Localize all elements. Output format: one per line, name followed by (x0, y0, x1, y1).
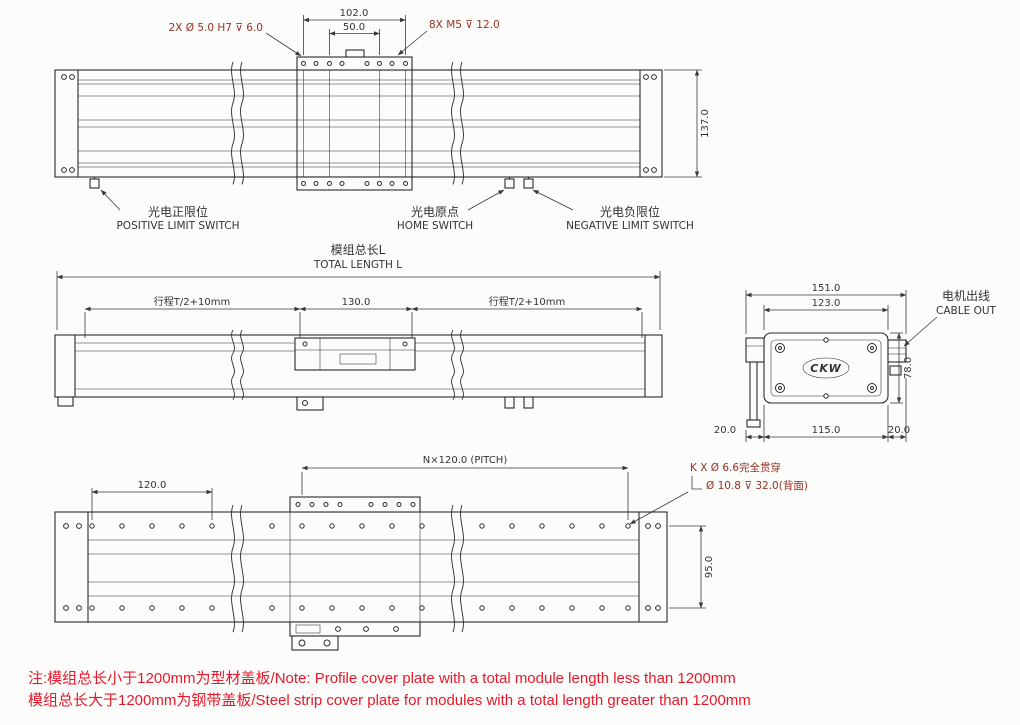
note-line-2: 模组总长大于1200mm为钢带盖板/Steel strip cover plat… (28, 692, 751, 709)
tapped-hole-callout: 8X M5 ⊽ 12.0 (429, 19, 500, 31)
stroke-left-dim: 行程T/2+10mm (154, 295, 230, 308)
dim-137: 137.0 (700, 109, 711, 138)
top-view-switch-parts (89, 177, 534, 189)
mounting-hole-callout: K X Ø 6.6完全贯穿 Ø 10.8 ⊽ 32.0(背面) (629, 461, 808, 525)
brand-logo: CKW (810, 362, 841, 375)
end-view-body: CKW (763, 332, 889, 404)
total-length-label-en: TOTAL LENGTH L (313, 259, 402, 271)
home-switch-label-en: HOME SWITCH (397, 220, 473, 232)
dim-20-left: 20.0 (714, 425, 736, 436)
dim-50: 50.0 (343, 22, 365, 33)
cable-out-label-cn: 电机出线 (942, 289, 990, 303)
end-view-dimensions-top: 151.0 123.0 (745, 283, 907, 334)
top-view: 102.0 50.0 137.0 2X Ø 5.0 H7 ⊽ 6.0 8X M5… (54, 8, 711, 232)
top-view-switch-labels: 光电正限位 POSITIVE LIMIT SWITCH 光电原点 HOME SW… (100, 189, 694, 232)
dowel-hole-callout: 2X Ø 5.0 H7 ⊽ 6.0 (169, 22, 264, 34)
mounting-hole-callout-line1: K X Ø 6.6完全贯穿 (690, 461, 781, 474)
top-view-carriage (296, 49, 413, 191)
dim-78: 78.0 (903, 357, 914, 379)
top-view-body (54, 69, 663, 178)
pitch-dim: N×120.0 (PITCH) (423, 455, 508, 466)
home-switch-label-cn: 光电原点 (411, 205, 459, 219)
dim-151: 151.0 (812, 283, 841, 294)
dim-20-right: 20.0 (888, 425, 910, 436)
cable-out-label-en: CABLE OUT (936, 305, 996, 317)
end-view-dimensions-bottom: 20.0 115.0 20.0 (714, 378, 910, 442)
end-view-dimensions-right: 78.0 (890, 332, 914, 404)
dim-115: 115.0 (812, 425, 841, 436)
negative-limit-label-cn: 光电负限位 (600, 204, 660, 219)
total-length-label-cn: 模组总长L (331, 243, 386, 257)
bottom-view-hole-rows (89, 523, 631, 611)
front-view-carriage (294, 337, 416, 371)
cable-out-label: 电机出线 CABLE OUT (903, 289, 997, 347)
mounting-hole-callout-line2: Ø 10.8 ⊽ 32.0(背面) (706, 479, 808, 492)
bottom-view-dimensions-right: 95.0 (669, 525, 715, 609)
bottom-view: N×120.0 (PITCH) 120.0 K X Ø 6.6完全贯穿 Ø 10… (54, 455, 808, 651)
stroke-right-dim: 行程T/2+10mm (489, 295, 565, 308)
top-view-dimensions: 102.0 50.0 137.0 2X Ø 5.0 H7 ⊽ 6.0 8X M5… (169, 8, 711, 178)
dim-102: 102.0 (340, 8, 369, 19)
dim-95: 95.0 (704, 556, 715, 578)
front-view-under-parts (57, 396, 534, 411)
dim-123: 123.0 (812, 298, 841, 309)
end-view-side-brackets (745, 337, 907, 428)
top-view-break-lines (231, 61, 464, 185)
positive-limit-label-cn: 光电正限位 (148, 204, 208, 219)
bottom-view-carriage (289, 496, 421, 651)
front-view-dimensions: 模组总长L TOTAL LENGTH L 行程T/2+10mm 130.0 行程… (56, 243, 661, 342)
dim-120: 120.0 (138, 480, 167, 491)
drawing-notes: 注:模组总长小于1200mm为型材盖板/Note: Profile cover … (28, 668, 751, 712)
bottom-view-break-lines (231, 504, 464, 633)
negative-limit-label-en: NEGATIVE LIMIT SWITCH (566, 220, 694, 232)
front-view: 模组总长L TOTAL LENGTH L 行程T/2+10mm 130.0 行程… (54, 243, 663, 411)
note-line-1: 注:模组总长小于1200mm为型材盖板/Note: Profile cover … (28, 670, 736, 687)
dim-130: 130.0 (342, 297, 371, 308)
positive-limit-label-en: POSITIVE LIMIT SWITCH (116, 220, 239, 232)
end-view: 151.0 123.0 CKW (714, 283, 997, 442)
